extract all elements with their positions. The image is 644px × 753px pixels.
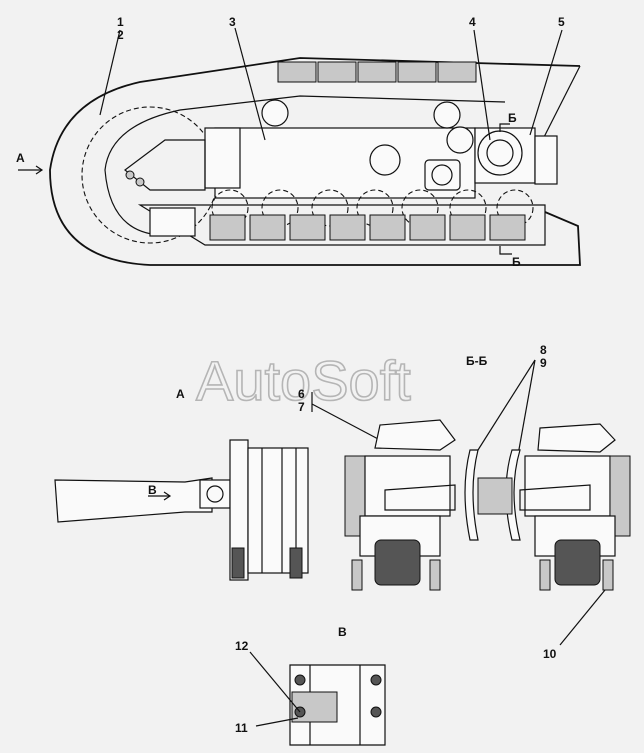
section-title-bb: Б-Б: [466, 354, 488, 368]
callout-1: 1: [117, 15, 124, 29]
view-title-v: В: [338, 625, 347, 639]
callout-5: 5: [558, 15, 565, 29]
callout-6: 6: [298, 387, 305, 401]
callout-7: 7: [298, 400, 305, 414]
view-title-a: А: [176, 387, 185, 401]
callout-12: 12: [235, 639, 249, 653]
callout-4: 4: [469, 15, 476, 29]
callout-9: 9: [540, 356, 547, 370]
callout-11: 11: [235, 721, 248, 735]
track-side-view: [49, 57, 581, 266]
cut-label-b-bottom: Б: [512, 255, 521, 269]
watermark: AutoSoft: [196, 349, 411, 412]
view-arrow-a: А: [16, 151, 25, 165]
view-a: [54, 439, 309, 581]
section-bb-left: [344, 419, 456, 591]
callout-3: 3: [229, 15, 236, 29]
drive-hub: [477, 130, 523, 176]
view-arrow-v: В: [148, 483, 157, 497]
cut-label-b-top: Б: [508, 111, 517, 125]
view-v-detail: [289, 664, 386, 746]
callout-8: 8: [540, 343, 547, 357]
section-bb-idler: [464, 449, 521, 541]
callout-2: 2: [117, 28, 124, 42]
callout-10: 10: [543, 647, 557, 661]
section-bb-right: [519, 423, 631, 591]
